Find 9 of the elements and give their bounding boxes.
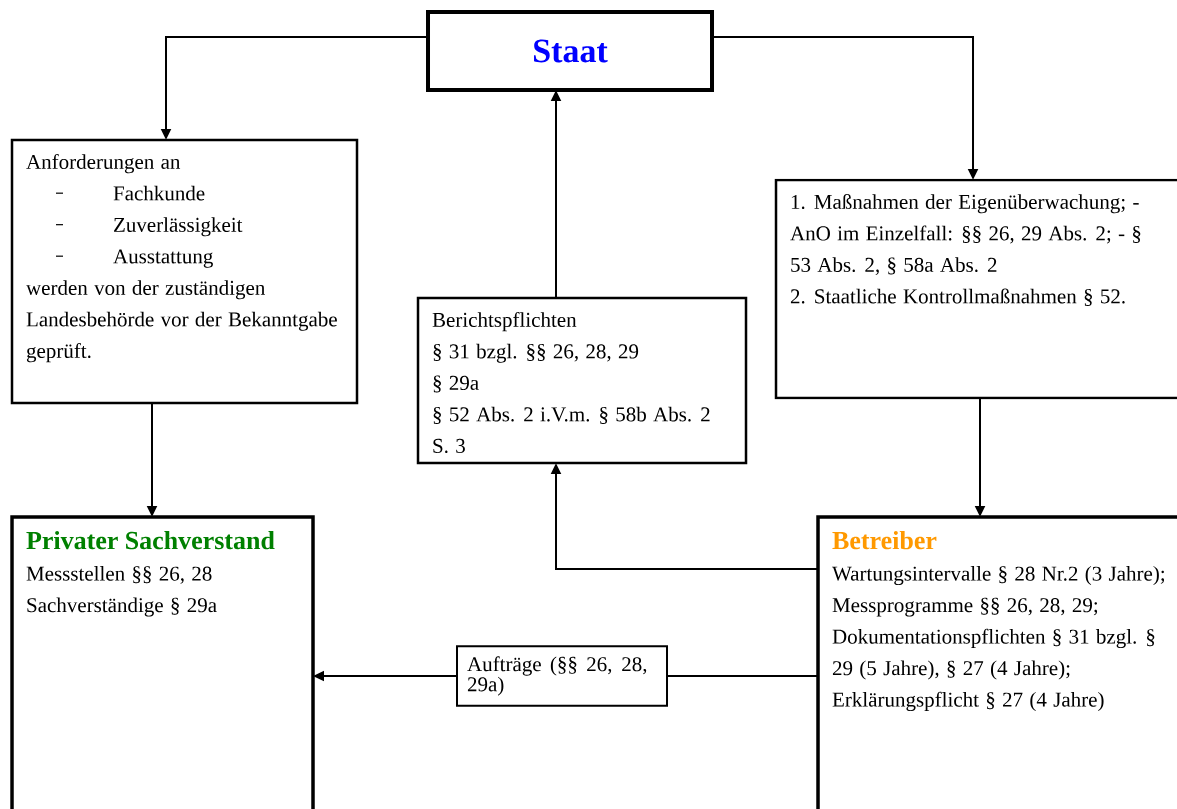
box-heading: Betreiber (832, 531, 937, 550)
text-box: Anforderungen an Fachkunde Zuverlässigkeit Ausstattung werden von der zuständigen Landesbehörde vor der Bekanntgabe geprüft. (10, 138, 359, 405)
title-box: Staat (426, 10, 714, 92)
text-box: Betreiber Wartungsintervalle § 28 Nr.2 (3 Jahre); Messprogramme §§ 26, 28, 29; Dokumentationspflichten § 31 bzgl. § 29 (5 Jahre), § 27 (4 Jahre); Erklärungspflicht § 27 (4 Jahre) (816, 515, 1177, 809)
box-heading: Privater Sachverstand (26, 531, 275, 550)
text-box: Berichtspflichten § 31 bzgl. §§ 26, 28, 29 § 29a § 52 Abs. 2 i.V.m. § 58b Abs. 2 S. 3 (416, 296, 748, 465)
text-box: 1. Maßnahmen der Eigenüberwachung; - AnO im Einzelfall: §§ 26, 29 Abs. 2; - § 53 Abs. 2, § 58a Abs. 2 2. Staatliche Kontrollmaßnahmen § 52. (774, 178, 1177, 400)
text-box: Privater Sachverstand Messstellen §§ 26, 28 Sachverständige § 29a (10, 515, 315, 809)
edge-label: Aufträge (§§ 26, 28, 29a) (456, 645, 668, 707)
